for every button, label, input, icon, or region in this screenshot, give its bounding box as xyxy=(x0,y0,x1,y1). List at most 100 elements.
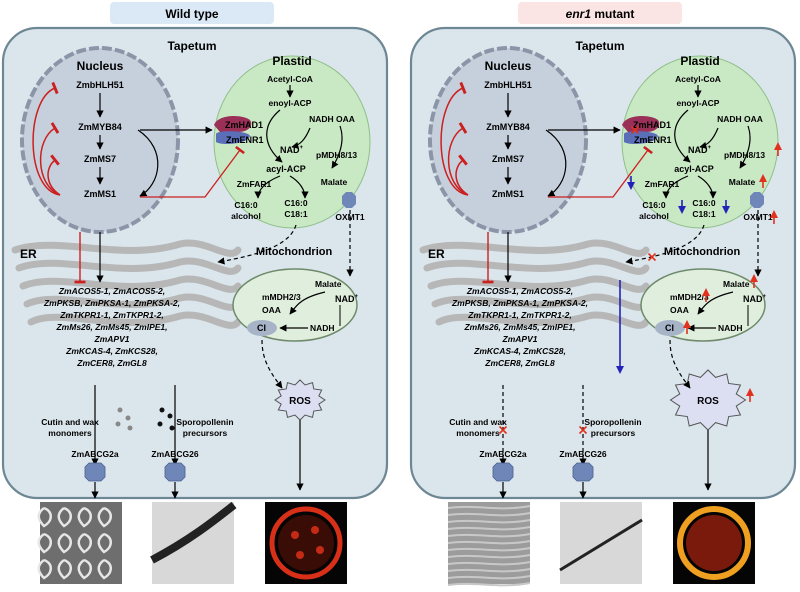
micrograph-texture xyxy=(57,506,72,528)
arrow xyxy=(697,291,734,315)
mmdh-label: mMDH2/3 xyxy=(262,292,301,302)
had-enzyme xyxy=(622,115,660,132)
er-gene: ZmCER8, ZmGL8 xyxy=(76,358,147,368)
sporo-label: precursors xyxy=(183,428,228,438)
er-cisterna xyxy=(15,257,242,275)
micrograph-texture xyxy=(447,533,531,538)
micrograph-wall xyxy=(559,518,643,572)
er-gene: ZmPKSB, ZmPKSA-1, ZmPKSA-2, xyxy=(43,298,180,308)
nadh-label: NADH xyxy=(718,323,743,333)
er-gene: ZmACOS5-1, ZmACOS5-2, xyxy=(466,286,573,296)
nucleus-gene: ZmMS1 xyxy=(84,189,116,199)
er-cisterna xyxy=(427,275,650,293)
cutin-label: monomers xyxy=(48,428,92,438)
nad-superscript: + xyxy=(300,145,304,151)
x-stroke xyxy=(630,125,640,135)
malate-label: Malate xyxy=(321,177,348,187)
complex-i xyxy=(247,320,277,336)
er-gene: ZmTKPR1-1, ZmTKPR1-2, xyxy=(467,310,571,320)
had-label: ZmHAD1 xyxy=(225,120,263,130)
panel-header xyxy=(110,2,274,24)
nucleus-title: Nucleus xyxy=(77,59,124,73)
arrow xyxy=(331,125,343,169)
micrograph-texture xyxy=(447,512,531,517)
far-label: ZmFAR1 xyxy=(237,179,272,189)
micrograph-section xyxy=(559,502,643,584)
micrograph-texture xyxy=(77,506,92,528)
nadh-oaa: NADH OAA xyxy=(309,114,355,124)
micrograph-texture xyxy=(447,561,531,566)
er-cisterna xyxy=(423,257,650,275)
er-gene: ZmACOS5-1, ZmACOS5-2, xyxy=(58,286,165,296)
micrograph-texture xyxy=(97,558,112,580)
er-cisterna xyxy=(419,239,650,257)
er-cisterna xyxy=(27,311,242,329)
nadh-oaa: NADH OAA xyxy=(717,114,763,124)
er-gene: ZmMs26, ZmMs45, ZmIPE1, xyxy=(55,322,167,332)
nad-plus-label: NAD+ xyxy=(335,294,359,304)
inhibition-line xyxy=(47,154,61,196)
micrograph-surface xyxy=(37,502,122,584)
acetyl-coa: Acetyl-CoA xyxy=(675,74,721,84)
er-gene: ZmKCAS-4, ZmKCS28, xyxy=(473,346,566,356)
sporo-label: Sporopollenin xyxy=(176,417,233,427)
mito-oaa: OAA xyxy=(262,305,281,315)
inhibition-line xyxy=(440,81,469,196)
enr-enzyme xyxy=(216,131,250,144)
c16-0: C16:0 xyxy=(692,198,715,208)
nad-text: NAD xyxy=(688,145,708,155)
mito-title: Mitochondrion xyxy=(664,246,741,258)
x-stroke xyxy=(578,425,588,435)
micrograph-ring xyxy=(677,506,751,580)
er-cisterna xyxy=(23,293,242,311)
er-gene: ZmTKPR1-1, ZmTKPR1-2, xyxy=(59,310,163,320)
enr-enzyme xyxy=(624,131,658,144)
arrow xyxy=(662,175,689,199)
pmdh-label: pMDH8/13 xyxy=(316,150,357,160)
micrograph-surface xyxy=(447,502,531,587)
micrograph-inner xyxy=(278,515,334,571)
sporo-label: precursors xyxy=(591,428,636,438)
arrow xyxy=(254,175,281,199)
micrograph-section xyxy=(150,501,237,584)
panel-left: Wild typeTapetumNucleusZmbHLH51ZmMYB84Zm… xyxy=(1,2,389,584)
plastid-title: Plastid xyxy=(680,54,719,68)
er-gene: ZmMs26, ZmMs45, ZmIPE1, xyxy=(463,322,575,332)
precursor-dot xyxy=(159,407,165,413)
nucleus-gene: ZmbHLH51 xyxy=(484,80,532,90)
monomer-dot xyxy=(117,407,123,413)
micrograph-texture xyxy=(447,575,531,580)
x-mark-icon xyxy=(630,125,640,135)
nad-plus-label: NAD+ xyxy=(688,145,712,155)
er-cisterna xyxy=(19,275,242,293)
mito-title: Mitochondrion xyxy=(256,246,333,258)
nad-plus-label: NAD+ xyxy=(743,294,767,304)
micrograph-texture xyxy=(447,554,531,559)
micrograph-bg xyxy=(40,502,122,584)
transporter-icon xyxy=(84,462,106,482)
plastid-title: Plastid xyxy=(272,54,311,68)
inhibition-line xyxy=(455,154,469,196)
enoyl-acp: enoyl-ACP xyxy=(677,98,720,108)
micrograph-texture xyxy=(77,558,92,580)
mutant-suffix: mutant xyxy=(591,7,634,21)
monomer-dot xyxy=(127,425,133,431)
nad-superscript: + xyxy=(355,294,359,300)
abcg2a-label: ZmABCG2a xyxy=(479,449,527,459)
micrograph-texture xyxy=(447,540,531,545)
nucleus-gene: ZmMS7 xyxy=(84,154,116,164)
er xyxy=(419,239,650,329)
micrograph-wall xyxy=(150,501,237,564)
arrow xyxy=(697,175,717,199)
nucleus-gene: ZmbHLH51 xyxy=(76,80,124,90)
panel-header-title: Wild type xyxy=(165,7,219,21)
ci-label: CI xyxy=(257,323,266,333)
micrograph-texture xyxy=(77,532,92,554)
pmdh-label: pMDH8/13 xyxy=(724,150,765,160)
arrow xyxy=(289,175,309,199)
c18-1: C18:1 xyxy=(284,209,307,219)
enr-label: ZmENR1 xyxy=(634,135,672,145)
abcg26-label: ZmABCG26 xyxy=(559,449,607,459)
arrow xyxy=(674,109,691,163)
